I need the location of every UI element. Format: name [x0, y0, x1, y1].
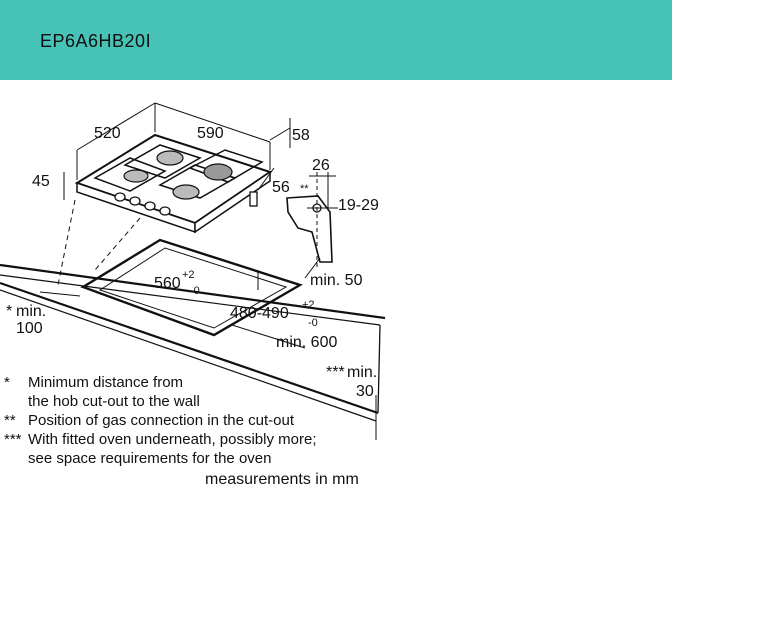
- gas-connection-marker: **: [300, 183, 309, 195]
- legend-text-1b: the hob cut-out to the wall: [28, 393, 200, 410]
- cutout-outline: [80, 238, 303, 337]
- dim-520: 520: [94, 125, 121, 142]
- hob: [74, 133, 273, 234]
- min-100-star: *: [6, 303, 12, 320]
- legend-text-3a: With fitted oven underneath, possibly mo…: [28, 431, 317, 448]
- min-100-value: 100: [16, 320, 43, 337]
- dim-45: 45: [32, 173, 50, 190]
- min-30-star: ***: [326, 364, 345, 381]
- cutout-depth-tol-minus: -0: [308, 317, 318, 329]
- legend-item-3: *** With fitted oven underneath, possibl…: [4, 430, 317, 449]
- gas-connection-detail: [286, 172, 338, 270]
- dim-26: 26: [312, 157, 330, 174]
- dim-56: 56: [272, 179, 290, 196]
- cutout-width-tol-plus: +2: [182, 269, 195, 281]
- dim-19-29: 19-29: [338, 197, 379, 214]
- header-bar: EP6A6HB20I: [0, 0, 672, 80]
- legend-mark-2: **: [4, 412, 16, 429]
- dim-58: 58: [292, 127, 310, 144]
- min-100-label: min.: [16, 303, 46, 320]
- model-title: EP6A6HB20I: [40, 31, 152, 51]
- cutout-width-tol-minus: -0: [190, 285, 200, 297]
- legend-text-2a: Position of gas connection in the cut-ou…: [28, 412, 295, 429]
- units-note: measurements in mm: [205, 471, 359, 488]
- legend-item-2: ** Position of gas connection in the cut…: [4, 411, 317, 430]
- min-50: min. 50: [310, 272, 363, 289]
- legend-text-1a: Minimum distance from: [28, 374, 184, 391]
- cutout-width: 560: [154, 275, 181, 292]
- legend: * Minimum distance from the hob cut-out …: [4, 373, 317, 468]
- legend-item-1: * Minimum distance from: [4, 373, 317, 392]
- dim-590: 590: [197, 125, 224, 142]
- min-600: min. 600: [276, 334, 337, 351]
- legend-mark-3: ***: [4, 431, 22, 448]
- cutout-depth-tol-plus: +2: [302, 299, 315, 311]
- projection-lines: [57, 199, 141, 286]
- min-30-value: 30: [356, 383, 374, 400]
- min-30-label: min.: [347, 364, 377, 381]
- legend-mark-1: *: [4, 374, 10, 391]
- dimension-labels: 520 590 58 45 56 26 ** 19-29 560 +2 -0 4…: [6, 125, 379, 400]
- legend-text-3b: see space requirements for the oven: [28, 450, 272, 467]
- countertop: [0, 263, 386, 422]
- dimension-lines: [39, 102, 377, 440]
- cutout-depth: 480-490: [230, 305, 289, 322]
